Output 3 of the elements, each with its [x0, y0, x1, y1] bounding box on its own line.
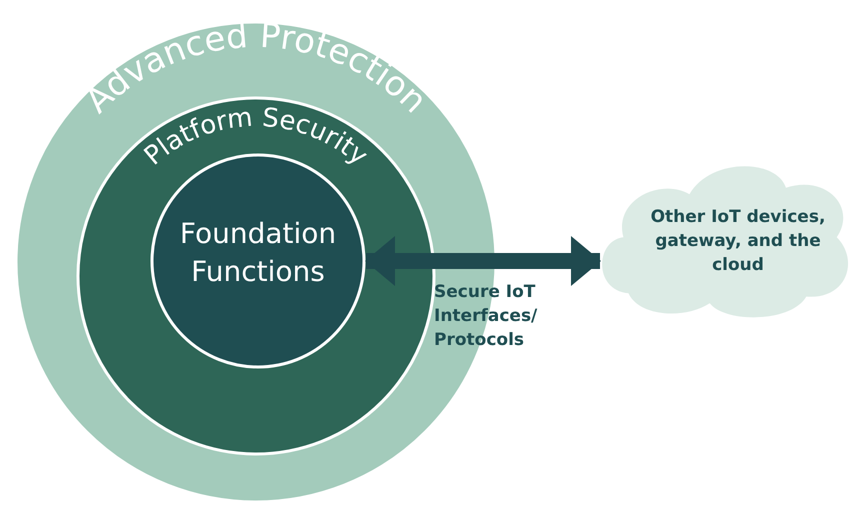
core-label: Foundation Functions: [178, 216, 338, 290]
cloud-label: Other IoT devices, gateway, and the cloud: [650, 206, 826, 277]
double-arrow: [365, 236, 601, 286]
